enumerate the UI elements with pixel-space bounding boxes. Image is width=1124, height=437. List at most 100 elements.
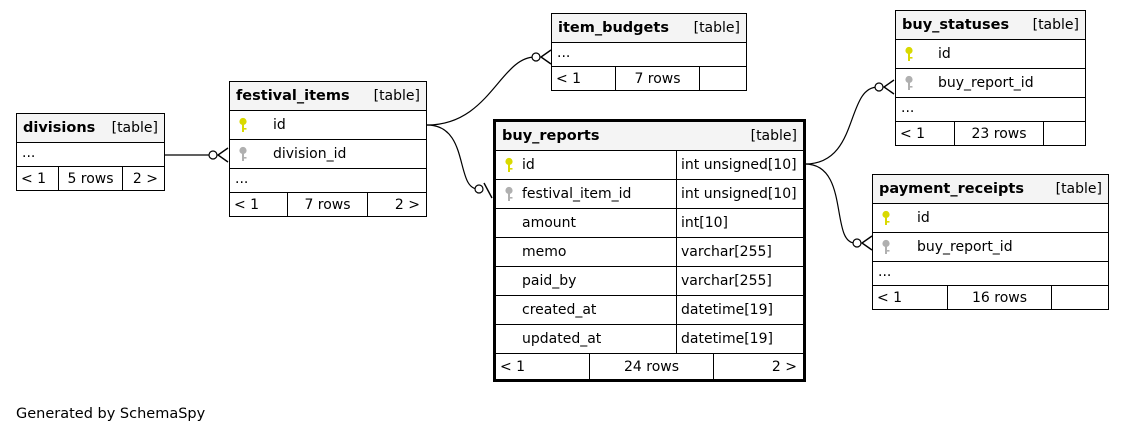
more-columns-ellipsis: ... bbox=[552, 43, 746, 67]
table-header: buy_reports [table] bbox=[496, 122, 803, 151]
foreign-key-icon bbox=[882, 239, 890, 254]
column-type: datetime[19] bbox=[676, 325, 803, 353]
children-count[interactable]: 2 > bbox=[394, 196, 420, 213]
row-count: 7 rows bbox=[288, 193, 368, 216]
column-row[interactable]: amount int[10] bbox=[496, 209, 803, 238]
column-row[interactable]: id bbox=[230, 111, 426, 140]
column-row[interactable]: buy_report_id bbox=[873, 233, 1108, 262]
column-name: buy_report_id bbox=[917, 239, 1013, 255]
table-type-label: [table] bbox=[693, 20, 740, 36]
parents-count[interactable]: < 1 bbox=[230, 193, 288, 216]
more-columns-ellipsis: ... bbox=[17, 143, 164, 167]
table-type-label: [table] bbox=[373, 88, 420, 104]
row-count: 16 rows bbox=[948, 286, 1052, 309]
primary-key-icon bbox=[882, 210, 890, 225]
column-row[interactable]: festival_item_id int unsigned[10] bbox=[496, 180, 803, 209]
parents-count[interactable]: < 1 bbox=[896, 122, 955, 145]
table-name: payment_receipts bbox=[879, 181, 1024, 197]
table-item-budgets[interactable]: item_budgets [table] ... < 1 7 rows bbox=[551, 13, 747, 91]
column-type: int[10] bbox=[676, 209, 803, 237]
primary-key-icon bbox=[239, 117, 247, 132]
parents-count[interactable]: < 1 bbox=[496, 354, 590, 379]
column-name: id bbox=[938, 46, 951, 62]
table-type-label: [table] bbox=[111, 120, 158, 136]
table-header: festival_items [table] bbox=[230, 82, 426, 111]
row-count: 23 rows bbox=[955, 122, 1044, 145]
table-name: buy_statuses bbox=[902, 17, 1010, 33]
column-name: id bbox=[273, 117, 286, 133]
table-footer: < 1 16 rows bbox=[873, 286, 1108, 309]
edge-buy-reports-buy-statuses bbox=[804, 86, 879, 165]
column-row[interactable]: id bbox=[896, 40, 1085, 69]
table-header: payment_receipts [table] bbox=[873, 175, 1108, 204]
edge-festival-items-buy-reports bbox=[426, 124, 479, 190]
table-type-label: [table] bbox=[1055, 181, 1102, 197]
foreign-key-icon bbox=[905, 75, 913, 90]
children-count[interactable]: 2 > bbox=[132, 170, 158, 187]
more-columns-ellipsis: ... bbox=[873, 262, 1108, 286]
children-count[interactable] bbox=[700, 67, 746, 90]
column-row[interactable]: memo varchar[255] bbox=[496, 238, 803, 267]
column-row[interactable]: division_id bbox=[230, 140, 426, 169]
table-type-label: [table] bbox=[1032, 17, 1079, 33]
zero-marker bbox=[874, 82, 884, 92]
crow-foot-marker bbox=[216, 147, 229, 163]
column-row[interactable]: updated_at datetime[19] bbox=[496, 325, 803, 354]
column-row[interactable]: created_at datetime[19] bbox=[496, 296, 803, 325]
primary-key-icon bbox=[505, 157, 513, 172]
table-divisions[interactable]: divisions [table] ... < 1 5 rows 2 > bbox=[16, 113, 165, 191]
row-count: 5 rows bbox=[59, 167, 123, 190]
generated-by-credit: Generated by SchemaSpy bbox=[16, 406, 206, 422]
row-count: 7 rows bbox=[616, 67, 700, 90]
parents-count[interactable]: < 1 bbox=[873, 286, 948, 309]
foreign-key-icon bbox=[505, 186, 513, 201]
column-row[interactable]: paid_by varchar[255] bbox=[496, 267, 803, 296]
column-row[interactable]: id int unsigned[10] bbox=[496, 151, 803, 180]
column-name: festival_item_id bbox=[522, 186, 632, 202]
column-type: varchar[255] bbox=[676, 238, 803, 266]
table-buy-statuses[interactable]: buy_statuses [table] id buy_report_id ..… bbox=[895, 10, 1086, 146]
edge-festival-items-item-budgets bbox=[426, 56, 536, 126]
more-columns-ellipsis: ... bbox=[896, 98, 1085, 122]
crow-foot-marker bbox=[882, 79, 895, 95]
column-type: int unsigned[10] bbox=[676, 151, 803, 179]
column-type: int unsigned[10] bbox=[676, 180, 803, 208]
parents-count[interactable]: < 1 bbox=[17, 167, 59, 190]
children-count[interactable] bbox=[1052, 286, 1108, 309]
table-footer: < 1 24 rows 2 > bbox=[496, 354, 803, 379]
children-count[interactable]: 2 > bbox=[771, 358, 797, 375]
column-name: amount bbox=[522, 215, 577, 231]
column-name: paid_by bbox=[522, 273, 577, 289]
column-name: id bbox=[917, 210, 930, 226]
column-name: id bbox=[522, 157, 535, 173]
table-header: item_budgets [table] bbox=[552, 14, 746, 43]
crow-foot-marker bbox=[860, 235, 873, 251]
table-type-label: [table] bbox=[750, 128, 797, 144]
table-festival-items[interactable]: festival_items [table] id division_id ..… bbox=[229, 81, 427, 217]
table-payment-receipts[interactable]: payment_receipts [table] id buy_report_i… bbox=[872, 174, 1109, 310]
table-footer: < 1 7 rows 2 > bbox=[230, 193, 426, 216]
crow-foot-marker bbox=[483, 182, 493, 199]
zero-marker bbox=[474, 184, 484, 194]
more-columns-ellipsis: ... bbox=[230, 169, 426, 193]
parents-count[interactable]: < 1 bbox=[552, 67, 616, 90]
table-header: divisions [table] bbox=[17, 114, 164, 143]
table-name: buy_reports bbox=[502, 128, 600, 144]
column-type: datetime[19] bbox=[676, 296, 803, 324]
column-name: created_at bbox=[522, 302, 597, 318]
column-row[interactable]: buy_report_id bbox=[896, 69, 1085, 98]
zero-marker bbox=[852, 238, 862, 248]
primary-key-icon bbox=[905, 46, 913, 61]
table-buy-reports[interactable]: buy_reports [table] id int unsigned[10] … bbox=[493, 119, 806, 382]
column-type: varchar[255] bbox=[676, 267, 803, 295]
zero-marker bbox=[531, 52, 541, 62]
children-count[interactable] bbox=[1044, 122, 1085, 145]
foreign-key-icon bbox=[239, 146, 247, 161]
column-name: division_id bbox=[273, 146, 347, 162]
table-header: buy_statuses [table] bbox=[896, 11, 1085, 40]
zero-marker bbox=[208, 150, 218, 160]
column-row[interactable]: id bbox=[873, 204, 1108, 233]
table-name: item_budgets bbox=[558, 20, 669, 36]
table-footer: < 1 5 rows 2 > bbox=[17, 167, 164, 190]
